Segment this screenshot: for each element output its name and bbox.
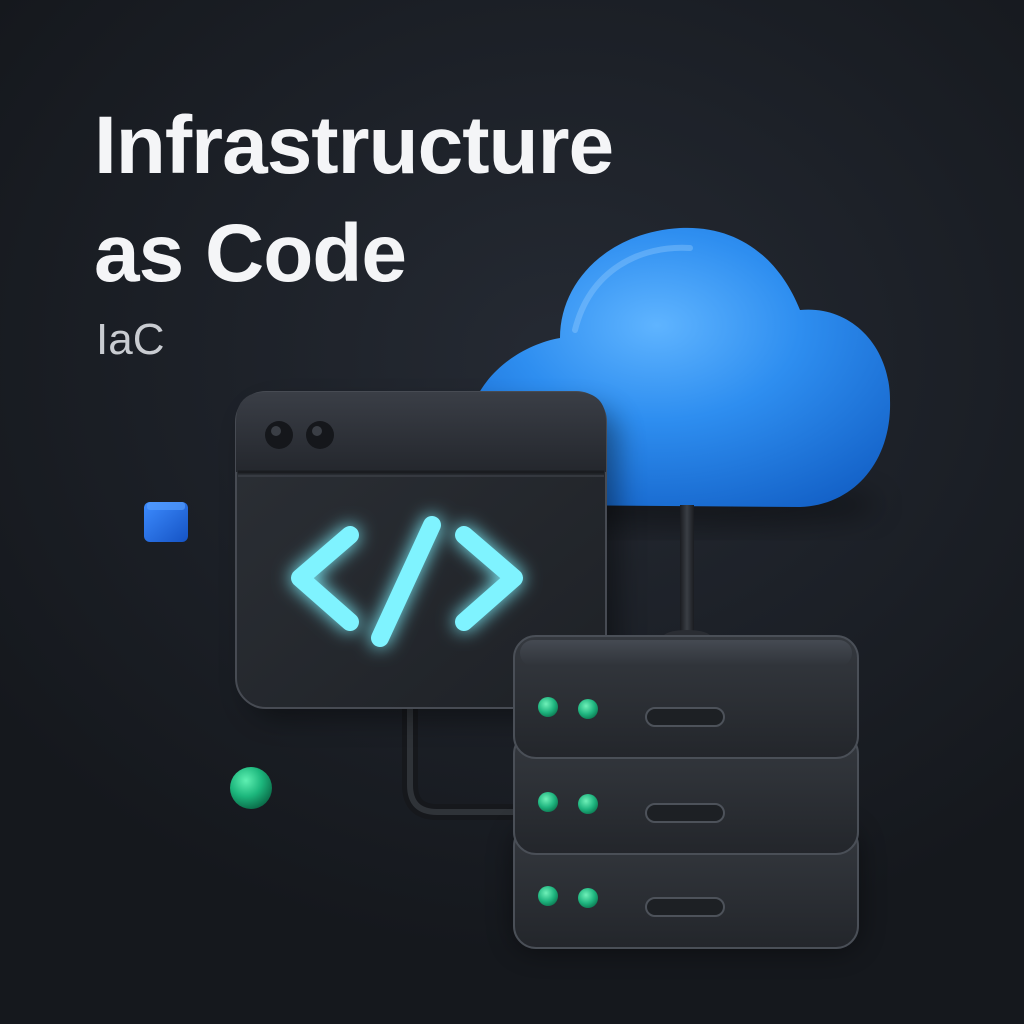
code-brackets-icon xyxy=(291,516,523,647)
sphere-icon xyxy=(230,767,272,809)
page-title: Infrastructure as Code xyxy=(94,92,614,308)
subtitle-abbreviation: IaC xyxy=(96,315,165,364)
connector-cable xyxy=(402,697,528,820)
server-stack-icon xyxy=(513,635,859,950)
title-line-2: as Code xyxy=(94,208,407,299)
status-led xyxy=(538,792,558,812)
status-led xyxy=(538,886,558,906)
status-led xyxy=(538,697,558,717)
drive-slot xyxy=(645,707,725,727)
window-control-dots xyxy=(265,421,334,449)
cube-icon xyxy=(144,502,188,542)
server-unit-1 xyxy=(513,635,859,759)
drive-slot xyxy=(645,803,725,823)
status-led xyxy=(578,794,598,814)
title-line-1: Infrastructure xyxy=(94,100,614,191)
status-led xyxy=(578,888,598,908)
status-led xyxy=(578,699,598,719)
drive-slot xyxy=(645,897,725,917)
code-window-icon xyxy=(235,391,618,718)
